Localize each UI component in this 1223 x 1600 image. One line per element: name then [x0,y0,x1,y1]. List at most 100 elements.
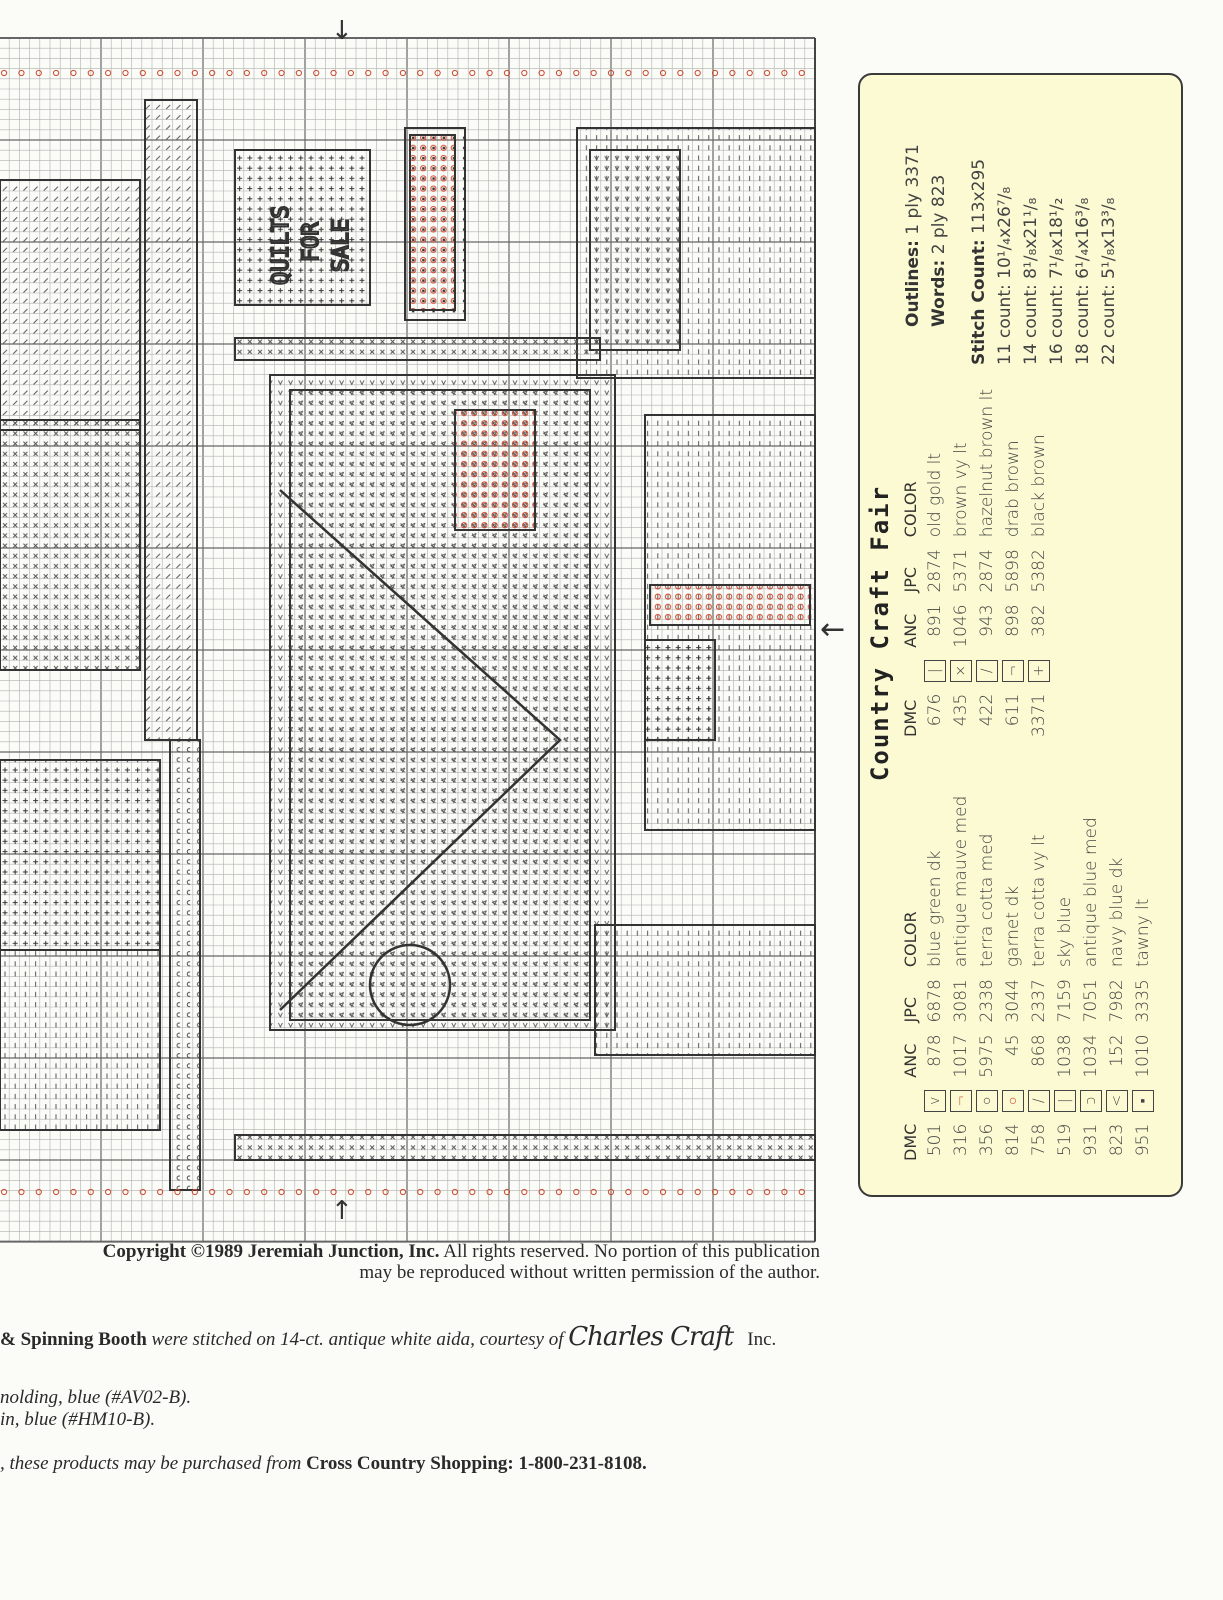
size-18-count: 18 count: 6¹/₄x16³/₈ [1073,197,1093,365]
left-booth-crate [0,759,161,951]
anc-number: 1010 [1133,1034,1153,1078]
sign-word-quilts: QUILTS [269,206,294,285]
center-marker-dot [365,69,372,77]
center-marker-dot [729,1188,736,1196]
sign-word-for: FOR [299,222,324,262]
spinning-wheel-outline [279,489,562,1011]
stitch-symbol-icon: + [1028,659,1050,682]
outlines-value: 1 ply 3371 [903,144,923,235]
center-marker-dot [330,1188,337,1196]
stitch-symbol-icon: ¬ [1002,659,1024,682]
note-line-1: nolding, blue (#AV02-B). [0,1387,192,1408]
center-marker-dot [469,1188,476,1196]
sign-word-sale: SALE [329,219,354,272]
center-marker-dot [226,69,233,77]
center-marker-dot [105,69,112,77]
center-marker-dot [399,1188,407,1196]
center-marker-dot [469,69,476,77]
stitch-symbol-icon: × [950,659,972,682]
color-name: garnet dk [1003,885,1023,968]
size-11-count: 11 count: 10¹/₄x26⁷/₈ [995,186,1015,365]
center-marker-dot [625,1188,632,1196]
left-roof [0,179,141,431]
center-marker-dot [555,1188,563,1196]
center-marker-dot [53,69,60,77]
tent-shading [289,389,591,1021]
center-marker-dot [677,69,684,77]
color-name: black brown [1029,434,1049,538]
anc-number: 868 [1029,1034,1049,1067]
jpc-number: 5371 [951,549,971,593]
copyright-rest: All rights reserved. No portion of this … [359,1241,820,1283]
dmc-number: 676 [925,693,945,727]
anc-number: 5975 [977,1034,997,1078]
panel-hearts [649,584,811,626]
lower-counter [594,924,816,1056]
center-marker-dot [382,69,389,77]
center-marker-dot [157,69,164,77]
center-marker-dot [261,69,268,77]
center-marker-dot [590,1188,597,1196]
anc-number: 45 [1003,1034,1023,1057]
panel-trim [644,639,716,741]
dmc-number: 931 [1081,1123,1101,1157]
center-marker-dot [191,1188,198,1196]
center-arrow-top-icon: ↓ [331,16,353,46]
center-marker-dot [555,69,563,77]
center-marker-dot [590,69,597,77]
chart-motifs [0,99,816,1191]
center-marker-dot [70,69,77,77]
size-22-count: 22 count: 5¹/₈x13³/₈ [1099,197,1119,365]
center-marker-dot [798,69,805,77]
dmc-number: 823 [1107,1123,1127,1157]
tent-flag [454,409,536,531]
anc-number: 1046 [951,604,971,648]
center-marker-dot [659,69,667,77]
stitch-symbol-icon: ▪ [1132,1089,1154,1112]
center-marker-dot [243,69,250,77]
key-header-row: DMC ANC JPC COLOR [898,383,922,743]
color-name: old gold lt [925,452,945,538]
center-marker-dot [711,69,719,77]
center-arrow-bottom-icon: ↑ [331,1196,353,1226]
center-marker-dot [486,1188,493,1196]
jpc-number: 6878 [925,979,945,1023]
center-marker-dot [746,69,753,77]
center-marker-dot [451,69,459,77]
color-name: brown vy lt [951,442,971,538]
center-marker-dot [157,1188,164,1196]
note-line-2: in, blue (#HM10-B). [0,1409,156,1430]
center-marker-dot [746,1188,753,1196]
center-marker-dot [538,1188,545,1196]
jpc-number: 7982 [1107,979,1127,1023]
color-name: terra cotta vy lt [1029,834,1049,968]
center-marker-dot [87,1188,94,1196]
anc-number: 1017 [951,1034,971,1078]
center-marker-dot [174,69,181,77]
jpc-number: 3044 [1003,979,1023,1023]
center-marker-dot [625,69,632,77]
jpc-number: 5898 [1003,549,1023,593]
center-marker-dot [70,1188,77,1196]
jpc-number: 3081 [951,979,971,1023]
center-marker-dot [347,69,354,77]
jpc-number: 2337 [1029,979,1049,1023]
jpc-number: 2874 [977,549,997,593]
stitch-count-value: 113x295 [969,158,989,234]
left-basket [0,949,161,1131]
center-marker-dot [87,69,94,77]
stitch-symbol-icon: ɔ [1080,1089,1102,1112]
jpc-number: 5382 [1029,549,1049,593]
color-name: navy blue dk [1107,857,1127,968]
center-marker-dot [798,1188,805,1196]
center-marker-dot [417,69,424,77]
